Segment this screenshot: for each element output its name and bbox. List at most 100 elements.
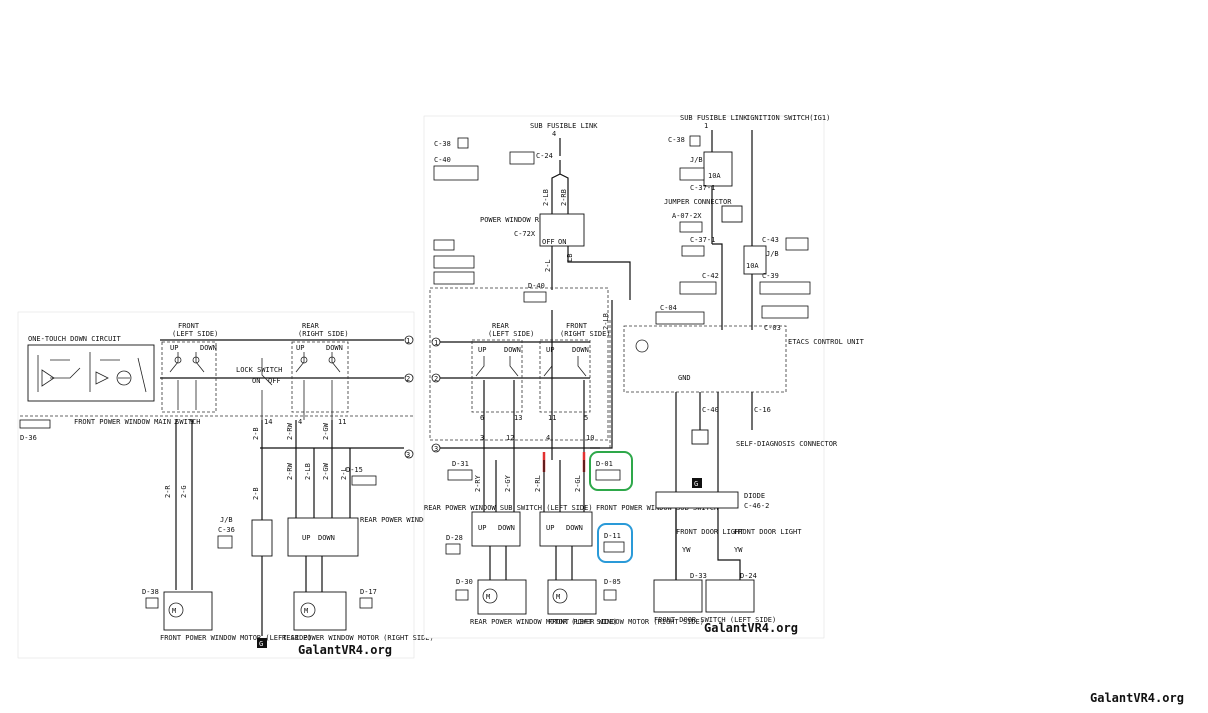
left-sub-up: UP	[302, 534, 310, 542]
left-sub-down: DOWN	[318, 534, 335, 542]
relay-on-label: ON	[558, 238, 566, 246]
left-d17-label: D-17	[360, 588, 377, 596]
svg-text:2-RL: 2-RL	[534, 475, 542, 492]
right-jb2-label: J/B	[766, 250, 779, 258]
svg-text:M: M	[304, 607, 308, 615]
sub-fusible-link-label: SUB FUSIBLE LINK	[530, 122, 598, 130]
main-switch-connector	[19, 419, 51, 429]
right-front-sub-switch	[539, 511, 593, 547]
svg-text:3: 3	[434, 445, 438, 453]
left-front-up: UP	[170, 344, 178, 352]
d30-label: D-30	[456, 578, 473, 586]
right-rear-label: REAR	[492, 322, 510, 330]
right-front-label: FRONT	[566, 322, 588, 330]
right-c38-label: C-38	[434, 140, 451, 148]
main-switch-label: FRONT POWER WINDOW MAIN SWITCH	[74, 418, 200, 426]
self-diag-label: SELF-DIAGNOSIS CONNECTOR	[736, 440, 838, 448]
left-jb-box	[251, 519, 273, 557]
right-fuse2-10a: 10A	[746, 262, 759, 270]
right-front-up: UP	[546, 346, 554, 354]
etacs-label: ETACS CONTROL UNIT	[788, 338, 865, 346]
power-window-relay	[539, 213, 585, 247]
right-ground-icon	[692, 478, 702, 488]
left-jb-label: J/B	[220, 516, 233, 524]
diode-label: DIODE	[744, 492, 765, 500]
right-jb-fuse	[703, 151, 733, 187]
d11-label: D-11	[604, 532, 621, 540]
left-rear-up: UP	[296, 344, 304, 352]
svg-text:2-RW: 2-RW	[286, 462, 294, 480]
right-front-down: DOWN	[572, 346, 589, 354]
svg-text:2-L: 2-L	[340, 467, 348, 480]
svg-text:6: 6	[480, 414, 484, 422]
right-rear-down: DOWN	[504, 346, 521, 354]
d01-highlight	[589, 451, 633, 491]
left-rear-motor	[293, 591, 347, 631]
right-rear-sub-switch	[471, 511, 521, 547]
svg-text:2-GW: 2-GW	[322, 462, 330, 480]
left-rear-down: DOWN	[326, 344, 343, 352]
svg-text:13: 13	[514, 414, 522, 422]
d05-label: D-05	[604, 578, 621, 586]
c16-label: C-16	[754, 406, 771, 414]
d24-label: D-24	[740, 572, 757, 580]
power-window-relay-label: POWER WINDOW RELAY	[480, 216, 557, 224]
left-front-motor-label: FRONT POWER WINDOW MOTOR (LEFT SIDE)	[160, 634, 312, 642]
c43-label: C-43	[762, 236, 779, 244]
sub-fusible-link2-label: SUB FUSIBLE LINK	[680, 114, 748, 122]
right-panel: SUB FUSIBLE LINK 4 C-24 C-38 C-40 POWER …	[423, 114, 865, 639]
svg-text:2-LB: 2-LB	[602, 313, 610, 330]
lock-switch-label: LOCK SWITCH	[236, 366, 282, 374]
svg-text:2: 2	[174, 418, 178, 426]
right-ground-label: G	[694, 480, 698, 488]
left-front-down: DOWN	[200, 344, 217, 352]
right-jb-label: J/B	[690, 156, 703, 164]
jb-small	[691, 429, 709, 445]
a07-2x-label: A-07-2X	[672, 212, 702, 220]
right-watermark: GalantVR4.org	[704, 621, 798, 635]
right-rear-sub-switch-label: REAR POWER WINDOW SUB SWITCH (LEFT SIDE)	[424, 504, 593, 512]
left-ground-icon	[257, 638, 267, 648]
left-ground-label: G	[259, 640, 263, 648]
svg-text:4: 4	[298, 418, 302, 426]
c39-label: C-39	[762, 272, 779, 280]
c72x-label: C-72X	[514, 230, 536, 238]
one-touch-circuit	[27, 344, 155, 402]
svg-text:2-RW: 2-RW	[286, 422, 294, 440]
ignition-switch-label: IGNITION SWITCH(IG1)	[746, 114, 830, 122]
right-rear-sub-down: DOWN	[498, 524, 515, 532]
svg-text:4: 4	[546, 434, 550, 442]
svg-text:10: 10	[586, 434, 594, 442]
svg-text:2-GW: 2-GW	[322, 422, 330, 440]
c42-label: C-42	[702, 272, 719, 280]
right-front-motor	[547, 579, 597, 615]
d01-label: D-01	[596, 460, 613, 468]
svg-text:3: 3	[480, 434, 484, 442]
c46-2-label: C-46-2	[744, 502, 769, 510]
c37-1-label: C-37-1	[690, 184, 715, 192]
right-rear-up: UP	[478, 346, 486, 354]
right-rear-motor	[477, 579, 527, 615]
svg-text:M: M	[556, 593, 560, 601]
right-front-sub-up: UP	[546, 524, 554, 532]
ignition-fuse	[743, 245, 767, 275]
left-d15-label: D-15	[346, 466, 363, 474]
svg-text:M: M	[486, 593, 490, 601]
svg-text:2-LB: 2-LB	[304, 463, 312, 480]
left-panel: 1 2 3 ONE-TOUCH DOWN CIRCUIT FRONT (LEFT…	[17, 311, 533, 659]
svg-text:9: 9	[190, 418, 194, 426]
svg-text:2-RB: 2-RB	[560, 189, 568, 206]
left-front-motor	[163, 591, 213, 631]
svg-text:14: 14	[264, 418, 272, 426]
d40-label: D-40	[528, 282, 545, 290]
svg-text:2-GL: 2-GL	[574, 475, 582, 492]
right-c40b-label: C-40	[702, 406, 719, 414]
left-rear-label: REAR	[302, 322, 320, 330]
diode-box	[655, 491, 739, 509]
front-door-switch-right	[705, 579, 755, 613]
c24-label: C-24	[536, 152, 553, 160]
svg-text:2: 2	[434, 375, 438, 383]
svg-text:1: 1	[434, 339, 438, 347]
svg-text:2-LB: 2-LB	[542, 189, 550, 206]
